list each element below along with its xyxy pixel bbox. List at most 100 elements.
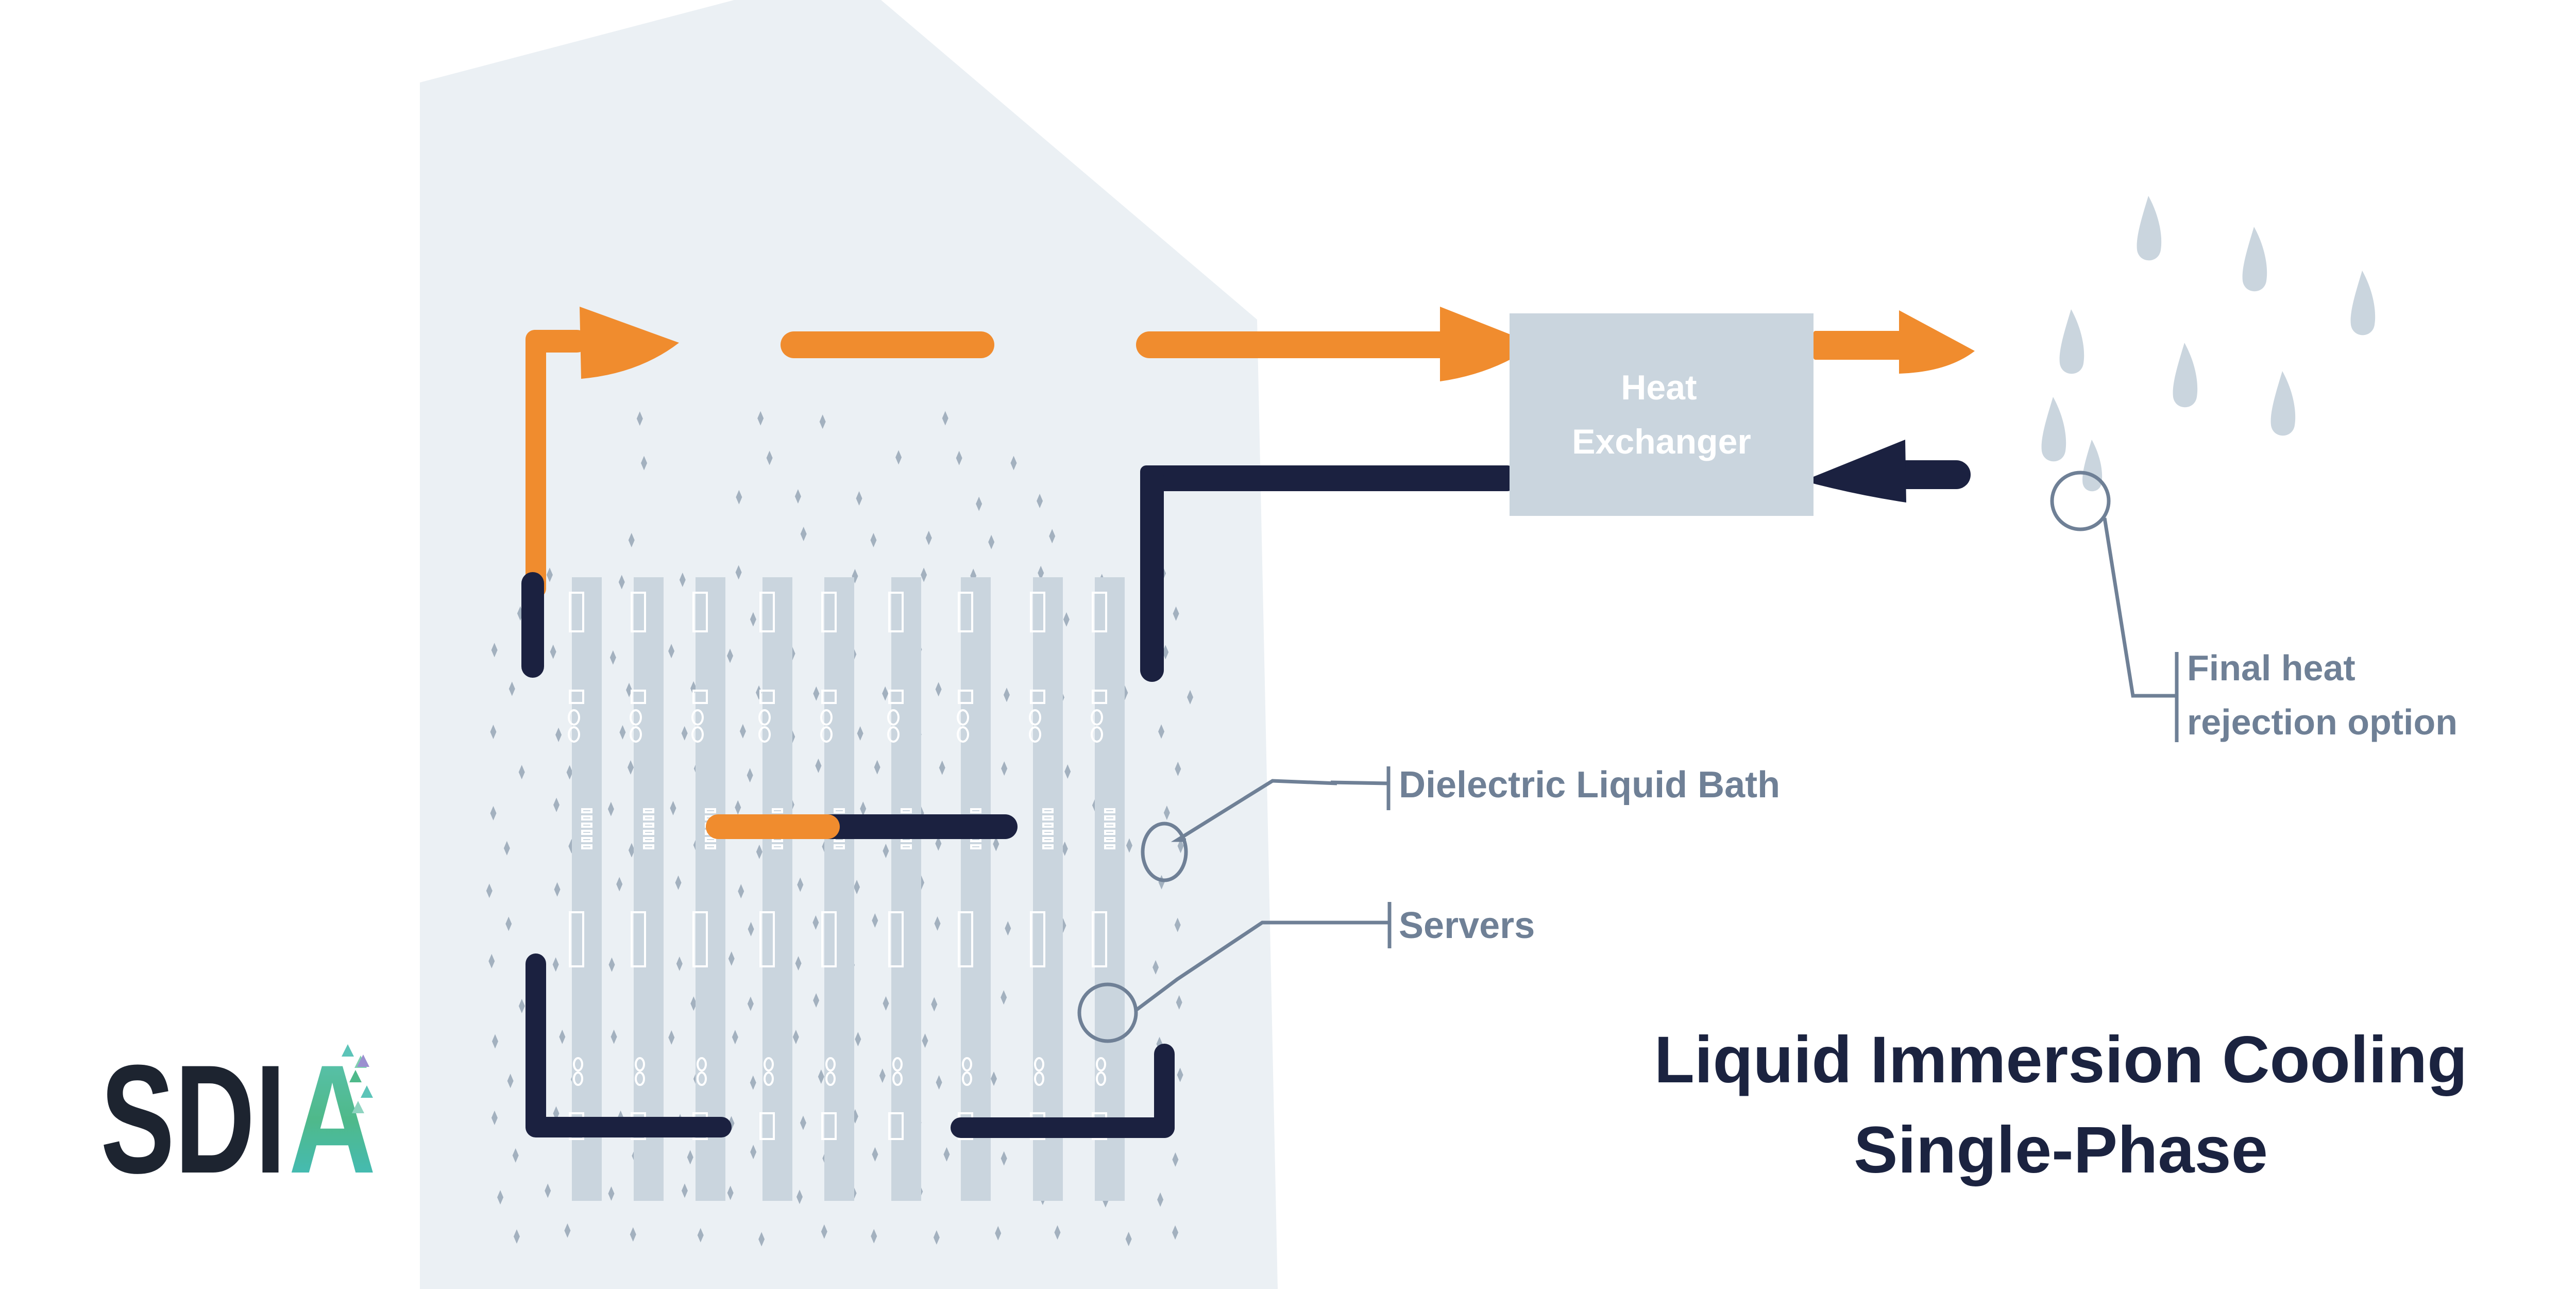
- liquid-particle: [636, 411, 643, 426]
- logo-triangle: [352, 1101, 364, 1113]
- liquid-particle: [1172, 1152, 1179, 1167]
- liquid-particle: [993, 836, 999, 851]
- liquid-particle: [1001, 990, 1007, 1005]
- logo-triangle: [357, 1054, 369, 1067]
- cold-top-run: [1140, 465, 1514, 491]
- liquid-particle: [871, 1229, 877, 1244]
- liquid-particle: [681, 1183, 688, 1198]
- cold-bottom-left-vertical: [526, 953, 546, 1136]
- liquid-particle: [895, 450, 902, 465]
- sdia-logo: SDI A: [100, 1032, 376, 1206]
- liquid-particle: [668, 1030, 675, 1045]
- callout-rejection-label-1: Final heat: [2187, 648, 2355, 688]
- liquid-particle: [874, 760, 880, 775]
- callout-servers-label: Servers: [1399, 905, 1535, 946]
- liquid-particle: [939, 760, 945, 775]
- logo-triangles: [342, 1044, 373, 1113]
- liquid-particle: [931, 997, 938, 1012]
- liquid-particle: [545, 1183, 551, 1198]
- liquid-particle: [518, 765, 525, 780]
- liquid-particle: [757, 411, 764, 426]
- liquid-particle: [513, 1229, 520, 1244]
- hot-out-segment: [1814, 331, 1901, 360]
- liquid-particle: [697, 1228, 704, 1243]
- liquid-particle: [486, 883, 493, 898]
- droplet-icon: [2173, 343, 2198, 408]
- logo-triangle: [361, 1085, 373, 1098]
- server: [630, 577, 664, 1201]
- droplet-icon: [2270, 371, 2296, 436]
- liquid-particle: [1126, 838, 1132, 853]
- liquid-particle: [555, 727, 562, 742]
- droplet-icon: [2082, 440, 2103, 492]
- liquid-particle: [628, 760, 634, 775]
- liquid-particle: [687, 1150, 693, 1165]
- logo-triangle: [342, 1044, 354, 1057]
- liquid-particle: [792, 1030, 799, 1045]
- callout-rejection: [2050, 471, 2179, 742]
- liquid-particle: [870, 532, 877, 547]
- liquid-particle: [1187, 690, 1194, 705]
- liquid-particle: [607, 801, 614, 816]
- liquid-particle: [608, 1186, 615, 1201]
- liquid-particle: [855, 1032, 861, 1047]
- liquid-particle: [1005, 921, 1011, 936]
- liquid-particle: [553, 797, 560, 812]
- hot-arrowhead-1: [580, 307, 679, 379]
- cold-bottom-right-vertical: [1154, 1044, 1175, 1138]
- liquid-particle: [1158, 724, 1165, 739]
- liquid-particle: [813, 686, 820, 701]
- callout-bath-circle: [1141, 822, 1188, 882]
- liquid-particle: [728, 951, 735, 966]
- heat-exchanger-label-1: Heat: [1621, 368, 1697, 407]
- liquid-particle: [681, 726, 688, 741]
- liquid-particle: [1177, 1067, 1183, 1082]
- liquid-particle: [756, 844, 762, 859]
- liquid-particle: [1037, 494, 1043, 509]
- liquid-particle: [943, 1147, 950, 1162]
- liquid-particle: [488, 953, 495, 968]
- liquid-particle: [492, 1034, 498, 1049]
- server: [691, 577, 725, 1201]
- liquid-particle: [872, 1147, 878, 1162]
- liquid-particle: [552, 957, 559, 972]
- liquid-particle: [1063, 612, 1070, 627]
- logo-triangle: [349, 1070, 362, 1082]
- liquid-particle: [1061, 841, 1068, 856]
- liquid-particle: [821, 1224, 827, 1239]
- droplet-icon: [2041, 397, 2066, 462]
- liquid-particle: [748, 922, 754, 936]
- liquid-particle: [490, 806, 497, 821]
- cold-down-run: [1140, 465, 1164, 682]
- server: [1091, 577, 1125, 1201]
- server: [820, 577, 854, 1201]
- liquid-particle: [616, 877, 623, 892]
- liquid-particle: [1001, 1151, 1007, 1166]
- liquid-particle: [690, 996, 697, 1011]
- liquid-particle: [630, 1227, 636, 1242]
- liquid-particle: [860, 801, 867, 816]
- heat-exchanger-label-2: Exchanger: [1572, 422, 1751, 461]
- liquid-particle: [611, 1029, 617, 1044]
- liquid-particle: [883, 996, 889, 1011]
- liquid-particle: [641, 456, 648, 471]
- liquid-particle: [505, 916, 512, 931]
- liquid-particle: [883, 844, 889, 859]
- liquid-particle: [857, 726, 863, 741]
- server-rack: [568, 577, 1125, 1201]
- liquid-particle: [794, 489, 801, 504]
- liquid-particle: [956, 450, 962, 465]
- liquid-particle: [797, 877, 804, 892]
- liquid-particle: [668, 644, 675, 659]
- water-droplets: [2041, 196, 2376, 492]
- liquid-particle: [1162, 645, 1169, 660]
- liquid-particle: [608, 957, 615, 972]
- cold-mid-bar: [801, 814, 1018, 839]
- liquid-particle: [739, 724, 746, 739]
- liquid-particle: [813, 993, 820, 1008]
- liquid-particle: [497, 1190, 504, 1205]
- liquid-particle: [490, 724, 497, 739]
- liquid-particle: [676, 956, 683, 971]
- liquid-particle: [935, 836, 942, 851]
